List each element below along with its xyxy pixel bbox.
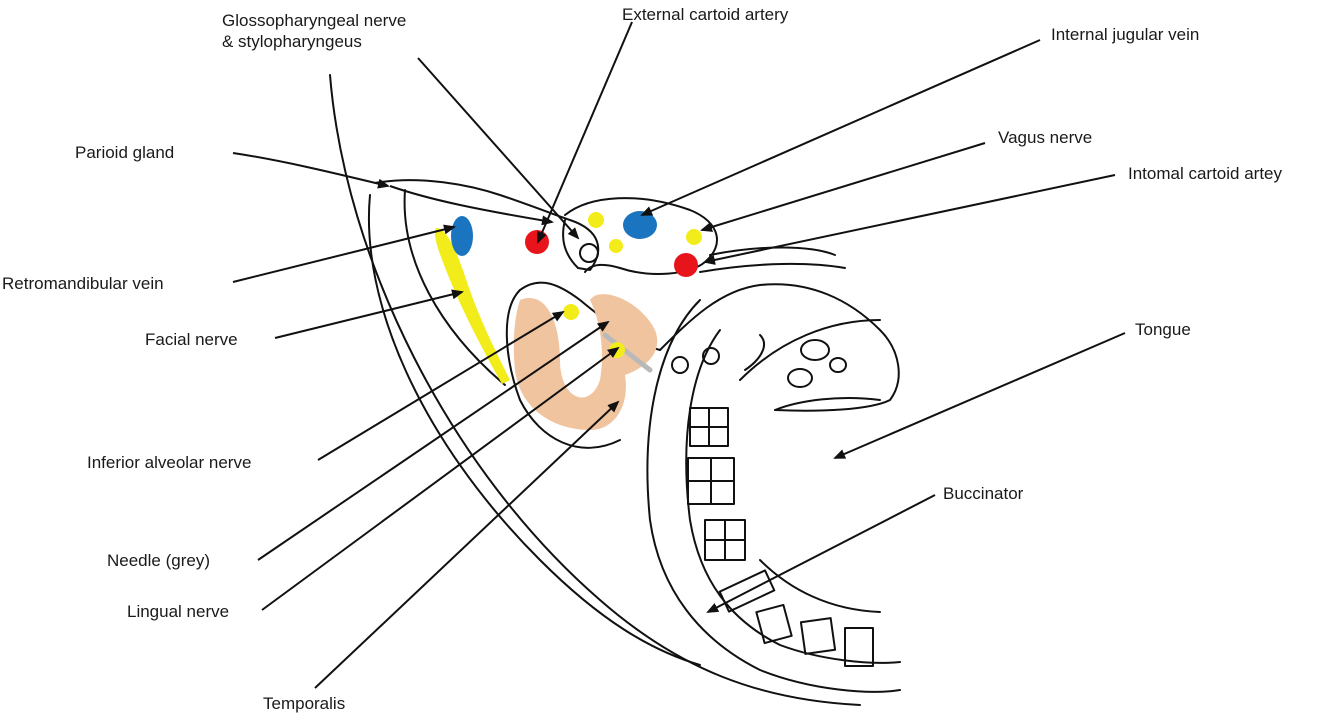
tongue-vessel (829, 357, 847, 373)
leader-external-carotid (537, 21, 633, 244)
tooth (844, 627, 874, 667)
leader-tongue (833, 332, 1126, 459)
label-glossopharyngeal: Glossopharyngeal nerve & stylopharyngeus (222, 11, 407, 51)
leader-temporalis (314, 400, 620, 689)
tongue-vessel (787, 368, 813, 388)
leader-facial-nerve (274, 289, 464, 339)
label-parotid: Parioid gland (75, 143, 175, 162)
alveolar-arch-mid (744, 334, 765, 371)
leader-inferior-alveolar (317, 310, 565, 461)
label-needle: Needle (grey) (107, 551, 210, 570)
leader-parotid-2 (389, 185, 554, 226)
tongue-lower (759, 559, 881, 613)
mandible-outline (368, 194, 701, 666)
vagus-dot (686, 229, 702, 245)
label-lingual: Lingual nerve (127, 602, 230, 621)
vessel-circle (702, 347, 720, 365)
lingual-dot (609, 342, 625, 358)
inferior-alveolar-dot (563, 304, 579, 320)
leader-needle (257, 320, 610, 561)
tongue-dorsum (774, 397, 881, 411)
external-carotid (525, 230, 549, 254)
tooth (799, 617, 837, 655)
parotid-capsule (374, 179, 600, 271)
leader-vagus (700, 142, 986, 232)
leader-retromandibular (232, 224, 456, 283)
leader-glossopharyngeal (417, 57, 580, 240)
pharynx-wall-1 (709, 246, 836, 256)
label-external-carotid: External cartoid artery (622, 5, 789, 24)
label-temporalis: Temporalis (263, 694, 346, 713)
vessel-circle (671, 356, 689, 374)
internal-carotid (674, 253, 698, 277)
parotid-inner (403, 189, 506, 386)
tooth (755, 603, 793, 645)
leader-buccinator (706, 494, 936, 613)
label-vagus: Vagus nerve (998, 128, 1093, 147)
internal-jugular-vein (623, 211, 657, 239)
vessel-circle (579, 243, 599, 263)
alveolar-arch-inner (685, 329, 901, 664)
alveolar-arch-outer (646, 299, 901, 693)
label-tongue: Tongue (1135, 320, 1191, 339)
skin-outline (329, 74, 861, 706)
label-internal-jugular: Internal jugular vein (1051, 25, 1200, 44)
leader-parotid (232, 152, 390, 189)
leader-internal-jugular (640, 39, 1041, 216)
pharynx-wall-2 (699, 262, 846, 273)
nerve-dot (609, 239, 623, 253)
soft-palate (659, 283, 900, 412)
ramus-medial (505, 289, 621, 449)
label-facial-nerve: Facial nerve (145, 330, 238, 349)
leader-lingual (261, 346, 620, 611)
label-retromandibular: Retromandibular vein (2, 274, 164, 293)
leader-internal-carotid (703, 174, 1116, 265)
temporalis-muscle (513, 294, 658, 430)
tongue-vessel (800, 339, 830, 361)
label-internal-carotid: Intomal cartoid artey (1128, 164, 1283, 183)
facial-nerve-structure (434, 228, 510, 384)
label-inferior-alveolar: Inferior alveolar nerve (87, 453, 252, 472)
glossopharyngeal-dot (588, 212, 604, 228)
tongue-outline (739, 319, 881, 381)
retromandibular-vein (451, 216, 473, 256)
label-buccinator: Buccinator (943, 484, 1024, 503)
needle (602, 332, 653, 373)
